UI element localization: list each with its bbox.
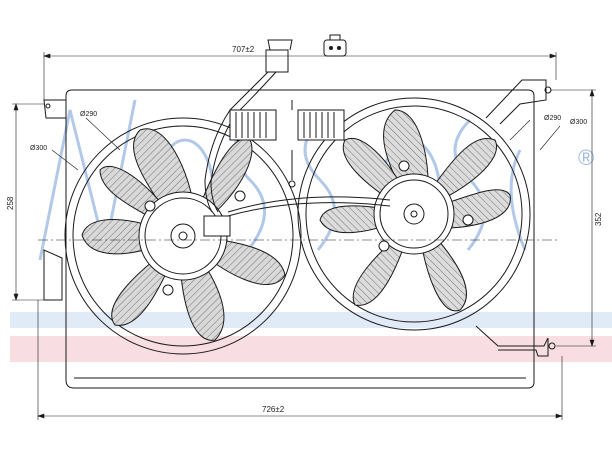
dim-left-fan-small-dia: Ø290 xyxy=(80,111,97,118)
connector-detail-icon xyxy=(323,34,347,57)
terminal-block xyxy=(229,109,345,141)
registered-mark: ® xyxy=(578,145,594,170)
left-fan xyxy=(64,117,302,355)
dim-bottom-width: 726±2 xyxy=(262,405,285,414)
watermark-blue-band xyxy=(10,312,612,328)
dim-top-width: 707±2 xyxy=(232,45,255,54)
right-fan xyxy=(297,97,531,331)
dim-left-fan-large-dia: Ø300 xyxy=(30,145,47,152)
harness-connector xyxy=(265,49,289,73)
left-motor-connector xyxy=(203,215,231,237)
dim-right-fan-small-dia: Ø290 xyxy=(544,115,561,122)
dimension-lines xyxy=(12,52,596,420)
fan-shroud xyxy=(43,79,556,389)
dim-left-height: 258 xyxy=(6,196,15,210)
dim-right-fan-large-dia: Ø300 xyxy=(570,119,587,126)
dim-right-height: 352 xyxy=(594,212,603,226)
watermark: ® xyxy=(10,99,612,362)
watermark-pink-band xyxy=(10,336,612,362)
right-fan-ring-inner xyxy=(305,105,523,323)
left-fan-ring-outer xyxy=(64,117,302,355)
right-fan-ring-outer xyxy=(297,97,531,331)
wiring-harness xyxy=(204,39,391,217)
left-fan-ring-inner xyxy=(72,125,294,347)
